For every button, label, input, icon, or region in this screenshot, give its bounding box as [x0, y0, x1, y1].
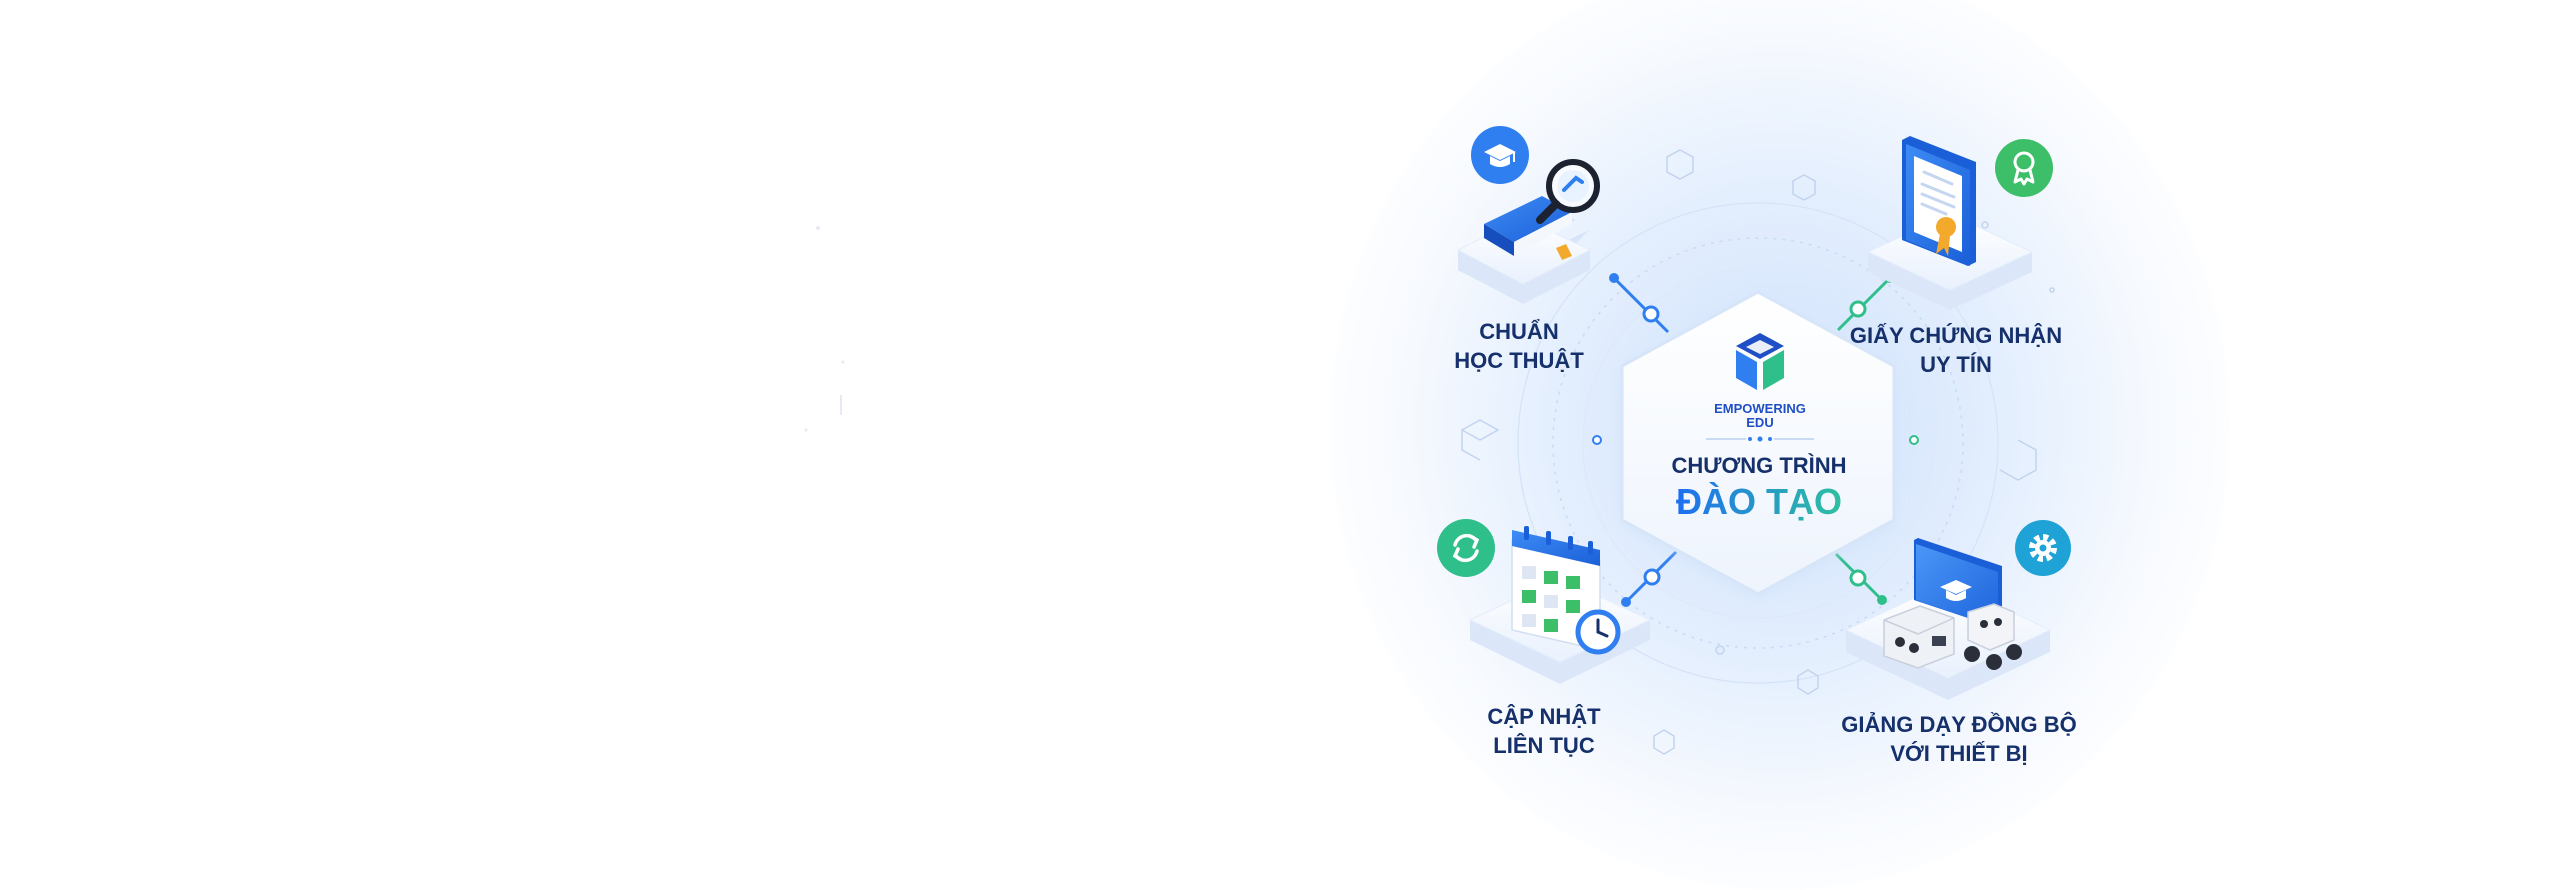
connector-academic [1609, 273, 1670, 334]
orbit-rings [1517, 202, 1999, 684]
decor-specks-left [804, 226, 845, 432]
decor-shapes [1461, 149, 2055, 755]
label-certificate-line1: GIẤY CHỨNG NHẬN [1849, 323, 2063, 348]
connector-devices [1834, 552, 1887, 605]
graduation-cap-icon [1484, 144, 1516, 167]
calendar-cells [1522, 566, 1580, 632]
monitor-robot-icon [1883, 538, 2022, 670]
label-update-line1: CẬP NHẬT [1487, 704, 1601, 729]
label-certificate: GIẤY CHỨNG NHẬN UY TÍN [1796, 321, 2116, 379]
award-icon [2013, 151, 2035, 186]
connector-update [1621, 550, 1678, 607]
node-devices [1844, 520, 2071, 700]
badge-certificate [1995, 139, 2053, 197]
label-devices-line1: GIẢNG DẠY ĐỒNG BỘ [1841, 712, 2077, 737]
center-hexagon [1620, 290, 1896, 596]
center-title-line1: CHƯƠNG TRÌNH [1671, 453, 1846, 478]
logo-text-line2: EDU [1746, 415, 1773, 430]
certificate-icon [1902, 136, 1976, 266]
label-update-line2: LIÊN TỤC [1493, 733, 1595, 758]
label-devices: GIẢNG DẠY ĐỒNG BỘ VỚI THIẾT BỊ [1799, 710, 2119, 768]
book-magnifier-icon [1484, 159, 1600, 260]
node-certificate [1866, 136, 2053, 310]
refresh-icon [1452, 533, 1480, 563]
gear-icon [2029, 534, 2057, 562]
orbit-dot-left [1592, 435, 1602, 445]
label-update: CẬP NHẬT LIÊN TỤC [1384, 702, 1704, 760]
node-academic [1456, 126, 1600, 304]
logo-divider [1706, 436, 1814, 442]
logo-text-line1: EMPOWERING [1714, 401, 1806, 416]
center-title-line2: ĐÀO TẠO [1676, 481, 1842, 522]
label-devices-line2: VỚI THIẾT BỊ [1890, 741, 2028, 766]
label-academic-line2: HỌC THUẬT [1454, 348, 1584, 373]
label-certificate-line2: UY TÍN [1920, 352, 1992, 377]
label-academic: CHUẨN HỌC THUẬT [1359, 317, 1679, 375]
empowering-edu-logo-icon [1736, 333, 1784, 390]
badge-update [1437, 519, 1495, 577]
orbit-dot-right [1909, 435, 1919, 445]
label-academic-line1: CHUẨN [1479, 319, 1559, 344]
calendar-clock-icon [1511, 526, 1621, 655]
diagram-canvas: EMPOWERING EDU CHƯƠNG TRÌNH ĐÀO TẠO [804, 126, 2071, 755]
badge-academic [1471, 126, 1529, 184]
badge-devices [2015, 520, 2071, 576]
node-update [1437, 519, 1652, 684]
